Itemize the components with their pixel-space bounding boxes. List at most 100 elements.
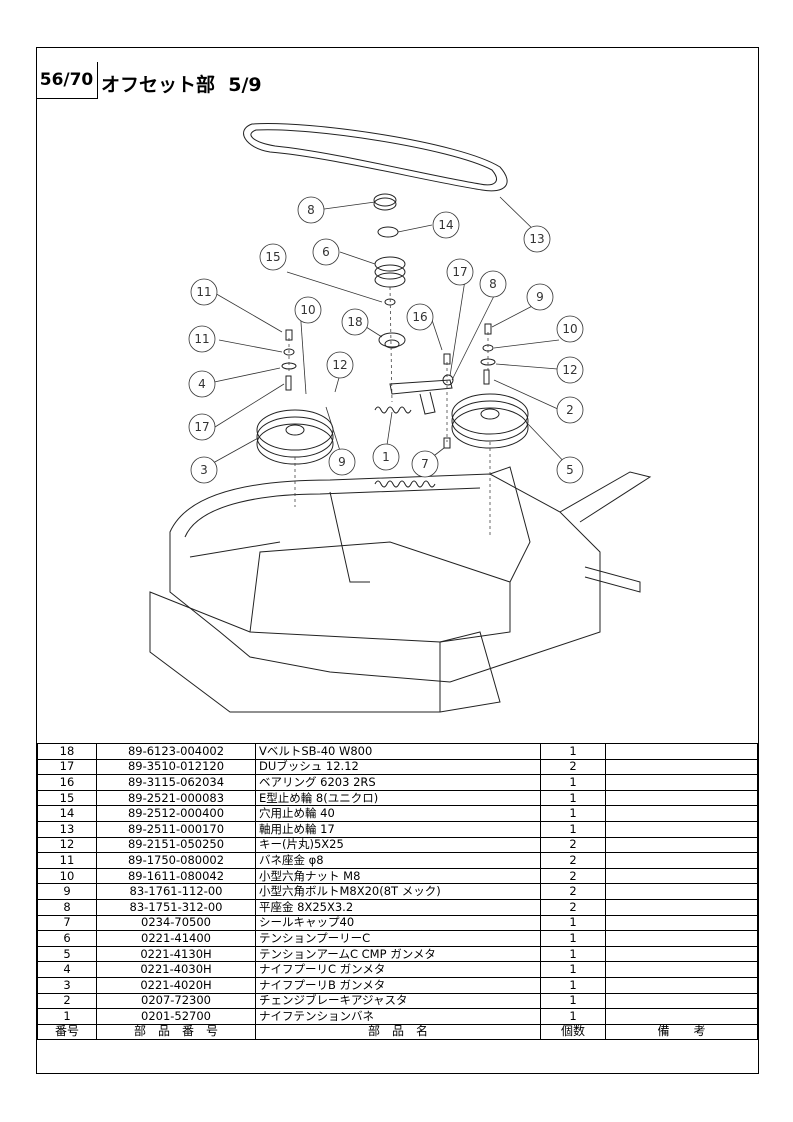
cell-name: ナイフプーリC ガンメタ (255, 961, 541, 978)
cell-note (605, 883, 758, 900)
callout-7 (297, 196, 325, 224)
cell-no: 2 (37, 992, 97, 1010)
callout-number: 13 (529, 232, 544, 246)
cell-qty: 1 (540, 820, 606, 838)
cell-code: 89-2521-000083 (96, 789, 256, 807)
cell-name: バネ座金 φ8 (255, 852, 541, 869)
cell-qty: 1 (540, 961, 606, 978)
callout-number: 3 (200, 463, 208, 477)
cell-no: 13 (37, 820, 97, 838)
header-no: 番号 (37, 1023, 97, 1041)
callout-8 (188, 370, 216, 398)
header-qty: 個数 (540, 1023, 606, 1041)
callout-8 (556, 356, 584, 384)
callout-number: 12 (562, 363, 577, 377)
callout-13 (259, 243, 287, 271)
callout-11 (556, 315, 584, 343)
v-belt-drawing (243, 123, 508, 192)
cell-qty: 1 (540, 930, 606, 947)
cell-no: 6 (37, 930, 97, 947)
callout-number: 16 (412, 310, 427, 324)
cell-note (605, 1008, 758, 1025)
header-name: 部 品 名 (255, 1023, 541, 1041)
header-note: 備 考 (605, 1023, 758, 1041)
cell-name: 平座金 8X25X3.2 (255, 898, 541, 916)
cell-qty: 2 (540, 852, 606, 869)
cell-note (605, 930, 758, 947)
cell-qty: 2 (540, 758, 606, 776)
cell-note (605, 992, 758, 1010)
cell-code: 0221-4130H (96, 945, 256, 963)
cell-no: 3 (37, 976, 97, 994)
cell-code: 83-1751-312-00 (96, 898, 256, 916)
callout-12 (188, 413, 216, 441)
cell-note (605, 961, 758, 978)
callout-10 (326, 351, 354, 379)
cell-qty: 1 (540, 945, 606, 963)
cell-code: 89-6123-004002 (96, 743, 256, 760)
cell-name: シールキャップ40 (255, 914, 541, 932)
cell-no: 16 (37, 774, 97, 791)
callout-16 (341, 308, 369, 336)
cell-note (605, 867, 758, 885)
callout-17 (411, 450, 439, 478)
callout-9 (190, 278, 218, 306)
callout-number: 8 (489, 277, 497, 291)
callout-number: 17 (194, 420, 209, 434)
cell-name: チェンジブレーキアジャスタ (255, 992, 541, 1010)
callout-number: 9 (536, 290, 544, 304)
cell-code: 89-3510-012120 (96, 758, 256, 776)
callout-14 (432, 211, 460, 239)
mower-deck-drawing (149, 466, 652, 713)
drawing-sheet (36, 47, 759, 1074)
callout-10 (294, 296, 322, 324)
cell-note (605, 805, 758, 822)
cell-note (605, 774, 758, 791)
callout-6 (312, 238, 340, 266)
cell-code: 89-3115-062034 (96, 774, 256, 791)
cell-name: VベルトSB-40 W800 (255, 743, 541, 760)
cell-code: 83-1761-112-00 (96, 883, 256, 900)
callout-1 (372, 443, 400, 471)
cell-no: 12 (37, 836, 97, 854)
cell-qty: 1 (540, 789, 606, 807)
callout-number: 10 (562, 322, 577, 336)
cell-note (605, 836, 758, 854)
cell-no: 10 (37, 867, 97, 885)
cell-name: DUブッシュ 12.12 (255, 758, 541, 776)
cell-note (605, 945, 758, 963)
callout-number: 7 (421, 457, 429, 471)
fasteners-drawing (281, 323, 496, 449)
callout-3 (556, 456, 584, 484)
callout-18 (523, 225, 551, 253)
cell-code: 0201-52700 (96, 1008, 256, 1025)
cell-name: E型止め輪 8(ユニクロ) (255, 789, 541, 807)
cell-code: 0234-70500 (96, 914, 256, 932)
cell-qty: 1 (540, 1008, 606, 1025)
callout-15 (406, 303, 434, 331)
callout-12 (556, 396, 584, 424)
cell-note (605, 976, 758, 994)
knife-pulley-right-drawing (451, 393, 529, 449)
knife-pulley-left-drawing (256, 409, 334, 465)
header-code: 部 品 番 号 (96, 1023, 256, 1041)
cell-note (605, 789, 758, 807)
cell-qty: 2 (540, 883, 606, 900)
callout-number: 4 (198, 377, 206, 391)
callout-number: 2 (566, 403, 574, 417)
cell-code: 89-1611-080042 (96, 867, 256, 885)
cell-no: 4 (37, 961, 97, 978)
cell-code: 89-2512-000400 (96, 805, 256, 822)
callout-number: 14 (438, 218, 453, 232)
page-title: オフセット部 5/9 (101, 74, 262, 96)
callout-number: 18 (347, 315, 362, 329)
